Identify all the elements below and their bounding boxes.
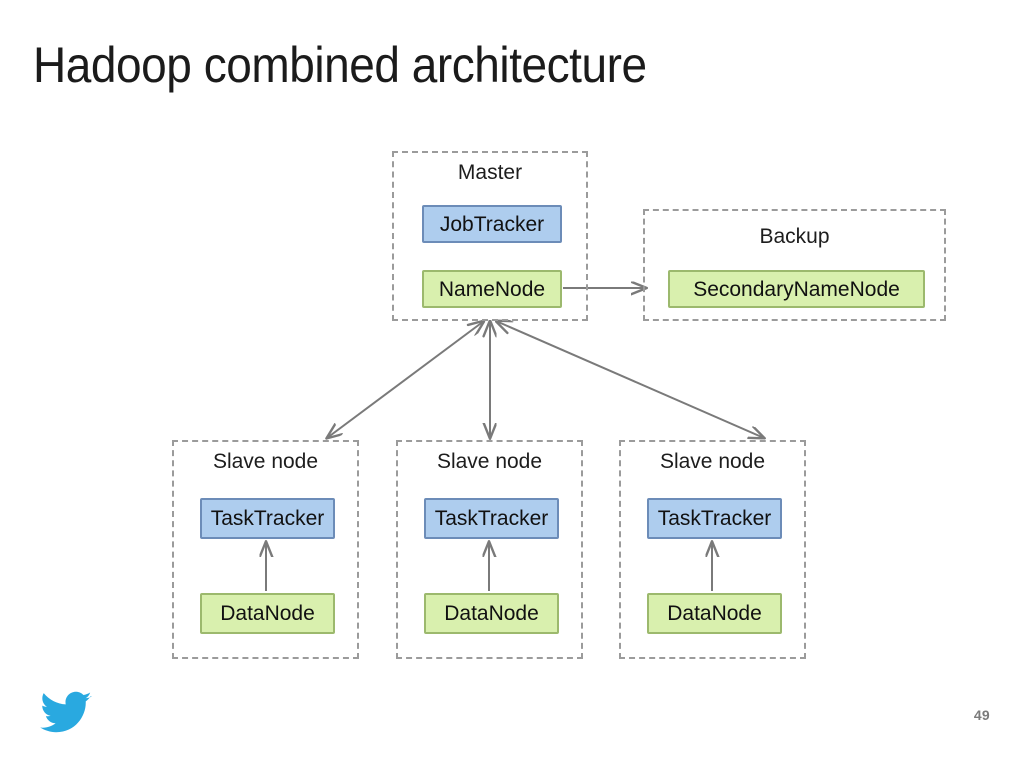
group-backup[interactable]: Backup SecondaryNameNode: [643, 209, 946, 321]
page-number: 49: [973, 707, 990, 723]
group-slave-node-1-label: Slave node: [212, 450, 319, 473]
node-secondarynamenode[interactable]: SecondaryNameNode: [668, 270, 925, 308]
group-master-label: Master: [457, 161, 523, 184]
node-datanode-1[interactable]: DataNode: [200, 593, 335, 634]
twitter-bird-icon: [40, 691, 92, 733]
node-jobtracker-label: JobTracker: [439, 212, 545, 236]
group-master[interactable]: Master JobTracker NameNode: [392, 151, 588, 321]
page-title: Hadoop combined architecture: [33, 37, 647, 93]
node-tasktracker-1-label: TaskTracker: [210, 507, 325, 530]
arrow-master-to-slave-1: [327, 321, 484, 438]
node-datanode-2[interactable]: DataNode: [424, 593, 559, 634]
group-backup-label: Backup: [759, 225, 830, 248]
arrow-master-to-slave-3: [496, 321, 764, 438]
node-tasktracker-3-label: TaskTracker: [657, 507, 772, 530]
node-tasktracker-2[interactable]: TaskTracker: [424, 498, 559, 539]
node-datanode-2-label: DataNode: [444, 602, 539, 625]
node-tasktracker-3[interactable]: TaskTracker: [647, 498, 782, 539]
node-jobtracker[interactable]: JobTracker: [422, 205, 562, 243]
node-tasktracker-1[interactable]: TaskTracker: [200, 498, 335, 539]
group-slave-node-2-label: Slave node: [436, 450, 543, 473]
node-tasktracker-2-label: TaskTracker: [434, 507, 549, 530]
node-datanode-3-label: DataNode: [667, 602, 762, 625]
node-datanode-3[interactable]: DataNode: [647, 593, 782, 634]
group-slave-node-1[interactable]: Slave node TaskTracker DataNode: [172, 440, 359, 659]
node-namenode[interactable]: NameNode: [422, 270, 562, 308]
node-datanode-1-label: DataNode: [220, 602, 315, 625]
node-secondarynamenode-label: SecondaryNameNode: [693, 277, 900, 301]
group-slave-node-3[interactable]: Slave node TaskTracker DataNode: [619, 440, 806, 659]
group-slave-node-2[interactable]: Slave node TaskTracker DataNode: [396, 440, 583, 659]
group-slave-node-3-label: Slave node: [659, 450, 766, 473]
node-namenode-label: NameNode: [438, 277, 546, 301]
